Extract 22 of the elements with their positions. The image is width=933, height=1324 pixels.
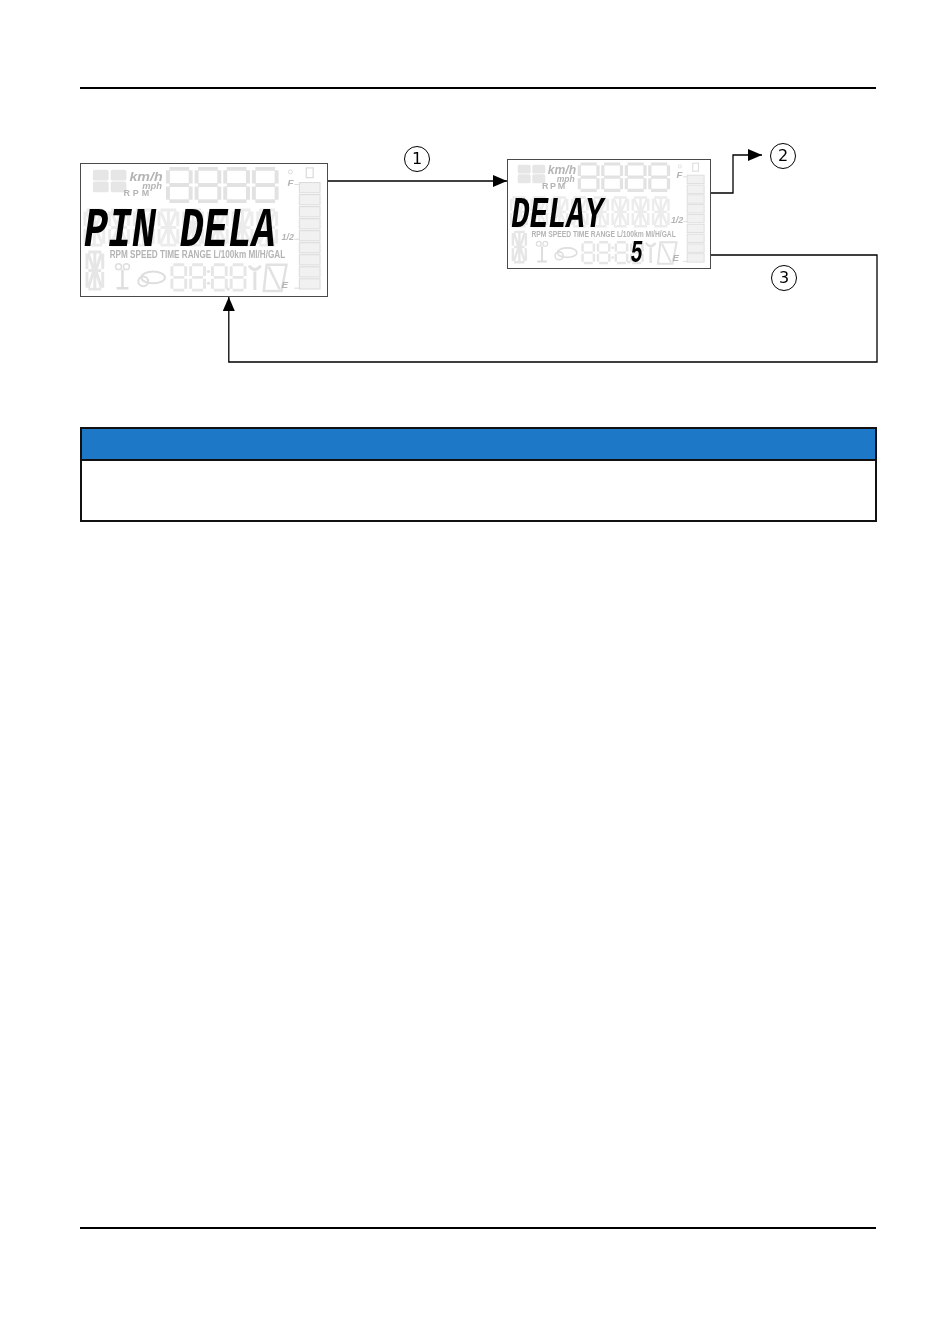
indicator-label: E [281,280,289,291]
lcd-readout: 5 [630,240,643,263]
indicator-label: E [672,253,680,263]
arrow [222,254,878,363]
indicator-label: km/h [129,168,163,183]
step-number: 2 [770,143,796,169]
indicator-label: mph [142,181,163,192]
indicator-label: 1/2 [670,215,684,225]
indicator-label: km/h [547,163,577,176]
indicator-label: RPM SPEED TIME RANGE L/100km MI/H/GAL [109,249,286,260]
indicator-label: 1/2 [281,233,294,243]
step-number: 3 [771,265,797,291]
indicator-label: F [287,178,294,189]
arrow [710,149,763,194]
step-number: 1 [404,146,430,172]
arrow [327,175,508,187]
indicator-label: RPM SPEED TIME RANGE L/100km MI/H/GAL [531,228,676,239]
indicator-label: F [676,170,683,180]
lcd-readout: DELAY [511,196,606,228]
indicator-label: RPM [123,189,153,199]
indicator-label: mph [556,174,575,184]
lcd-readout: PIN DELA [83,208,276,247]
